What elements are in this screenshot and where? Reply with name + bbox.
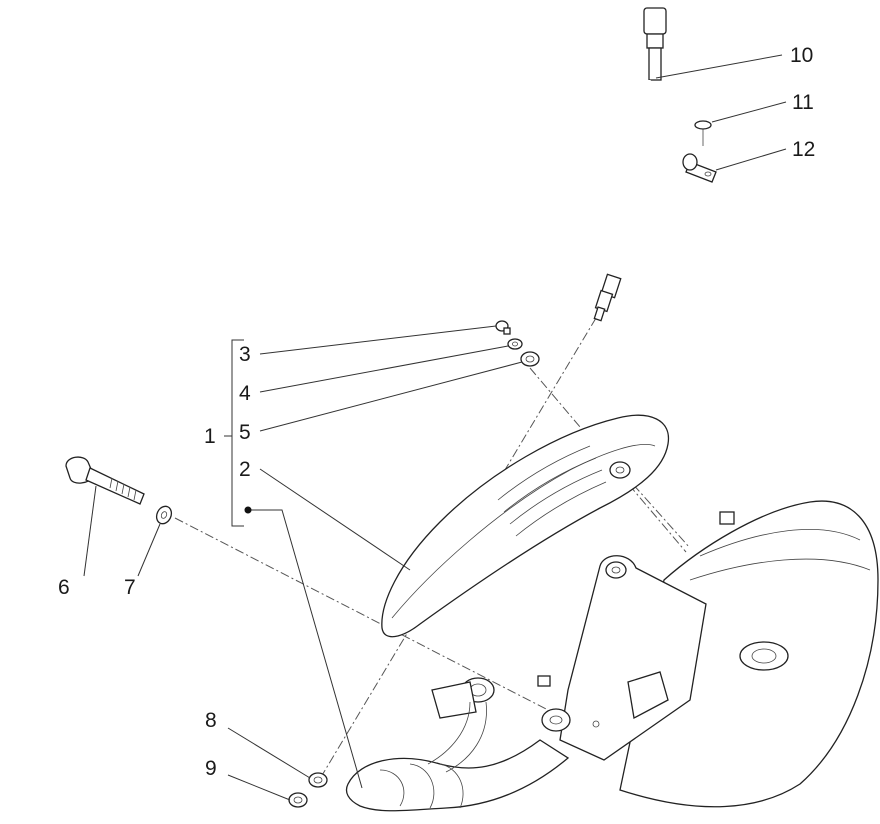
- callout-6: 6: [58, 576, 70, 599]
- callout-10: 10: [790, 44, 813, 67]
- nut-9: [288, 792, 308, 808]
- callout-labels: 10 11 12 3 4 5 1 2 6 7 8 9: [58, 44, 815, 780]
- exhaust-pipe: [345, 677, 570, 812]
- grommet-5: [520, 351, 540, 367]
- callout-12: 12: [792, 138, 815, 161]
- heat-shield: [381, 414, 670, 638]
- gasket-8: [308, 772, 328, 788]
- mount-bracket: [537, 555, 707, 761]
- screw-11: [694, 120, 712, 146]
- bolt-6: [65, 456, 145, 505]
- callout-11: 11: [792, 91, 814, 114]
- callout-1: 1: [204, 425, 216, 448]
- callout-8: 8: [205, 709, 217, 732]
- muffler-body: [619, 500, 879, 808]
- leader-lines: [83, 54, 787, 801]
- callout-9: 9: [205, 757, 217, 780]
- callout-7: 7: [124, 576, 136, 599]
- sensor-cable: [593, 7, 667, 322]
- washer-4: [507, 338, 523, 350]
- clamp-12: [682, 153, 717, 183]
- screw-3: [495, 320, 511, 335]
- callout-2: 2: [239, 458, 251, 481]
- callout-3: 3: [239, 343, 251, 366]
- callout-5: 5: [239, 421, 251, 444]
- washer-7: [155, 505, 173, 525]
- callout-4: 4: [239, 382, 251, 405]
- kit-marker-dot: [244, 506, 252, 514]
